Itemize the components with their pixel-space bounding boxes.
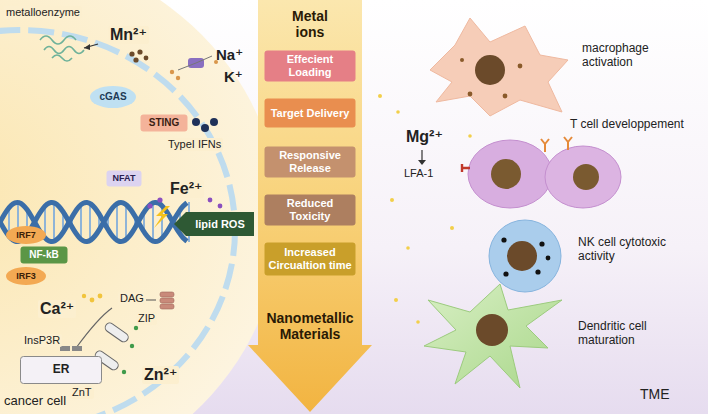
nfkb-box: NF-kB [20,246,68,264]
dna-rung [152,203,154,242]
feature-box: Reduced Toxicity [264,194,356,226]
feature-box: Effecient Loading [264,50,356,82]
dna-rung [125,204,127,240]
node-text: Target Delivery [271,107,350,120]
arrow-head [418,160,426,165]
macrophage [430,18,568,116]
node-text: IRF3 [16,271,36,281]
ion-label: Mn²⁺ [108,26,149,44]
box-shape [265,195,356,226]
lipid-ros-arrow: lipid ROS [174,212,254,236]
cell-label: cancer cell [4,394,66,409]
ellipse-shape [90,86,136,108]
nfat-box: NFAT [106,170,142,187]
arrow-title: Nanometallic Materials [258,310,362,342]
node-text: IRF7 [16,230,36,240]
protein-label: metalloenzyme [4,6,82,19]
box-shape [265,99,356,128]
dna-helix [0,202,189,242]
channel-arrow [196,56,212,63]
node-text: Reduced Toxicity [268,197,352,222]
channel-arrow [178,63,196,70]
dna-strand [0,202,187,241]
dna-rung [80,204,82,239]
ion-label: Na⁺ [216,46,243,63]
transporter-label: ZnT [70,386,94,399]
box-shape [21,357,102,384]
metal-ion-arrow: Metal ionsNanometallic Materials Effecien… [255,0,365,412]
node-text: STING [149,117,180,129]
t-cells [462,137,621,208]
molecule-label: TypeI IFNs [166,138,223,151]
cgas-ellipse: cGAS [90,86,136,108]
dna-strand [0,202,187,241]
cell-label: NK cell cytotoxic activity [578,236,702,264]
cancer-cell [0,0,280,414]
feature-box: Increased Circualtion time [264,242,356,276]
arrow-title: Metal ions [280,8,340,40]
region-label: TME [640,386,670,402]
box-shape [265,51,356,82]
er-box: ER [20,356,102,384]
ion-dots [170,60,218,80]
ellipse-shape [6,267,46,285]
receptor-label: LFA-1 [404,167,433,180]
ellipse-shape [6,226,46,244]
node-text: lipid ROS [195,218,245,231]
irf7-ellipse: IRF7 [6,226,46,244]
cell-label: Dendritic cell maturation [578,320,702,348]
ion-label: Ca²⁺ [38,300,76,318]
box-shape [107,171,142,187]
node-text: Effecient Loading [268,53,352,78]
sting-box: STING [140,114,188,132]
cell-label: T cell developpement [570,118,684,132]
node-text: NF-kB [29,249,58,261]
dna-rung [53,202,55,241]
nk-cell [489,220,561,292]
ifn-dots [192,118,218,132]
node-text: NFAT [113,173,136,183]
arrow-shape [174,212,254,236]
arrow-shape [248,0,372,412]
irf3-ellipse: IRF3 [6,267,46,285]
box-shape [265,243,356,276]
dna-rung [89,203,91,241]
scattered-ions [378,94,472,324]
fe-dots [147,197,222,208]
ion-label: Fe²⁺ [168,180,204,198]
ion-label: Zn²⁺ [142,366,179,384]
insp3r-receptor [60,346,82,351]
node-text: Increased Circualtion time [268,246,352,271]
cell-label: macrophage activation [582,42,702,70]
mn-dots [129,49,148,62]
box-shape [141,115,188,132]
molecule-label: DAG [118,292,146,305]
arrow-head [84,44,90,50]
box-shape [21,247,68,264]
membrane-receptor [160,292,174,309]
node-text: ER [53,363,70,377]
node-text: cGAS [99,91,126,103]
box-shape [265,147,356,178]
transporter-label: ZIP [136,312,157,325]
lightning-bolt [154,206,170,228]
feature-box: Target Delivery [264,98,356,128]
metalloenzyme-strands [40,36,84,61]
ca-dots [82,294,103,303]
receptor-label: InsP3R [22,334,62,347]
dendritic-cell [424,284,562,388]
arrow [421,150,422,161]
ion-label: K⁺ [224,68,243,85]
feature-box: Responsive Release [264,146,356,178]
node-text: Responsive Release [268,149,352,174]
ion-label: Mg²⁺ [406,128,443,146]
dna-rung [116,203,118,240]
